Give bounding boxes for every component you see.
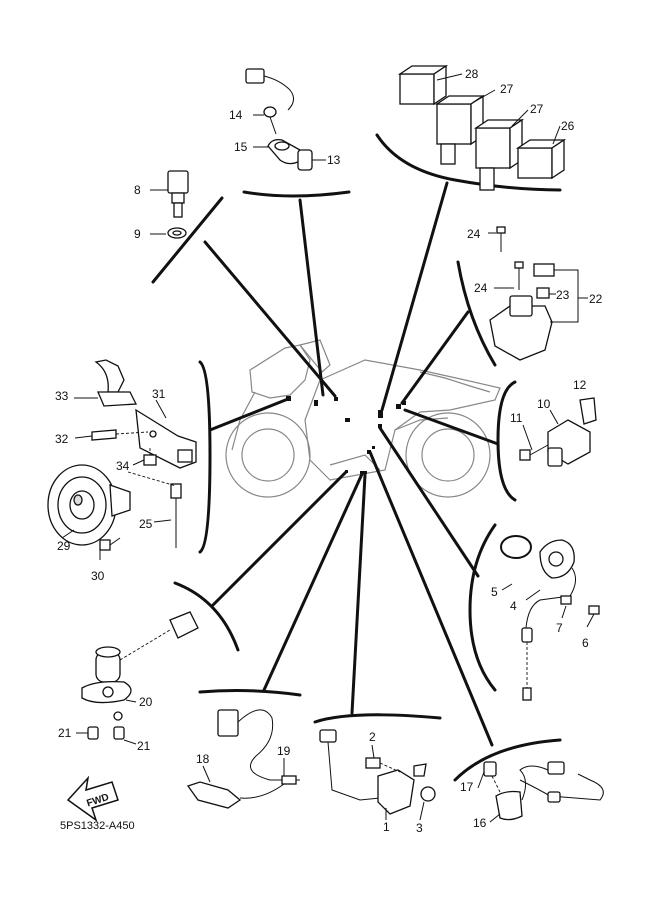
callout-28: 28 — [465, 67, 479, 81]
callout-24a: 24 — [467, 227, 481, 241]
callout-23: 23 — [556, 288, 570, 302]
sensor-4-group — [500, 535, 600, 701]
sensor-8-group — [150, 170, 189, 239]
callout-10: 10 — [537, 397, 551, 411]
sensor-10-group — [519, 397, 597, 467]
callout-14: 14 — [229, 108, 243, 122]
callout-19: 19 — [277, 744, 291, 758]
callout-5: 5 — [491, 585, 498, 599]
callout-22: 22 — [589, 292, 603, 306]
callout-30: 30 — [91, 569, 105, 583]
callout-1: 1 — [383, 820, 390, 834]
diagram-code: 5PS1332-A450 — [60, 820, 135, 832]
callout-27a: 27 — [500, 82, 514, 96]
callout-13: 13 — [327, 153, 341, 167]
relay-group — [397, 64, 567, 191]
callout-8: 8 — [134, 183, 141, 197]
callout-9: 9 — [134, 227, 141, 241]
callout-6: 6 — [582, 636, 589, 650]
callout-18: 18 — [196, 752, 210, 766]
sensor-18-group — [186, 709, 300, 809]
callout-33: 33 — [55, 389, 69, 403]
callout-32: 32 — [55, 432, 69, 446]
callout-27b: 27 — [530, 102, 544, 116]
sensor-16-group — [477, 761, 604, 823]
callout-20: 20 — [139, 695, 153, 709]
motorcycle-outline — [225, 339, 501, 498]
callout-2: 2 — [369, 730, 376, 744]
callout-7: 7 — [556, 621, 563, 635]
callout-12: 12 — [573, 378, 587, 392]
callout-21a: 21 — [58, 726, 72, 740]
group-leaders — [151, 133, 562, 782]
callout-34: 34 — [116, 459, 130, 473]
callout-15: 15 — [234, 140, 248, 154]
horn-group — [47, 359, 197, 560]
callout-16: 16 — [473, 816, 487, 830]
starter-relay-group — [488, 226, 588, 361]
callout-4: 4 — [510, 599, 517, 613]
callout-numbers: 1 2 3 4 5 6 7 8 9 10 11 12 13 14 15 16 1… — [55, 67, 603, 835]
callout-24b: 24 — [474, 281, 488, 295]
sensor-20-group — [76, 611, 199, 745]
forward-direction-arrow: FWD — [66, 775, 119, 822]
callout-31: 31 — [152, 387, 166, 401]
callout-29: 29 — [57, 539, 71, 553]
callout-17: 17 — [460, 780, 474, 794]
callout-3: 3 — [416, 821, 423, 835]
location-markers — [286, 396, 406, 474]
sensor-1-group — [319, 729, 436, 821]
callout-11: 11 — [510, 411, 523, 425]
callout-26: 26 — [561, 119, 575, 133]
callout-21b: 21 — [137, 739, 151, 753]
sensor-13-group — [245, 68, 326, 171]
callout-25: 25 — [139, 517, 153, 531]
